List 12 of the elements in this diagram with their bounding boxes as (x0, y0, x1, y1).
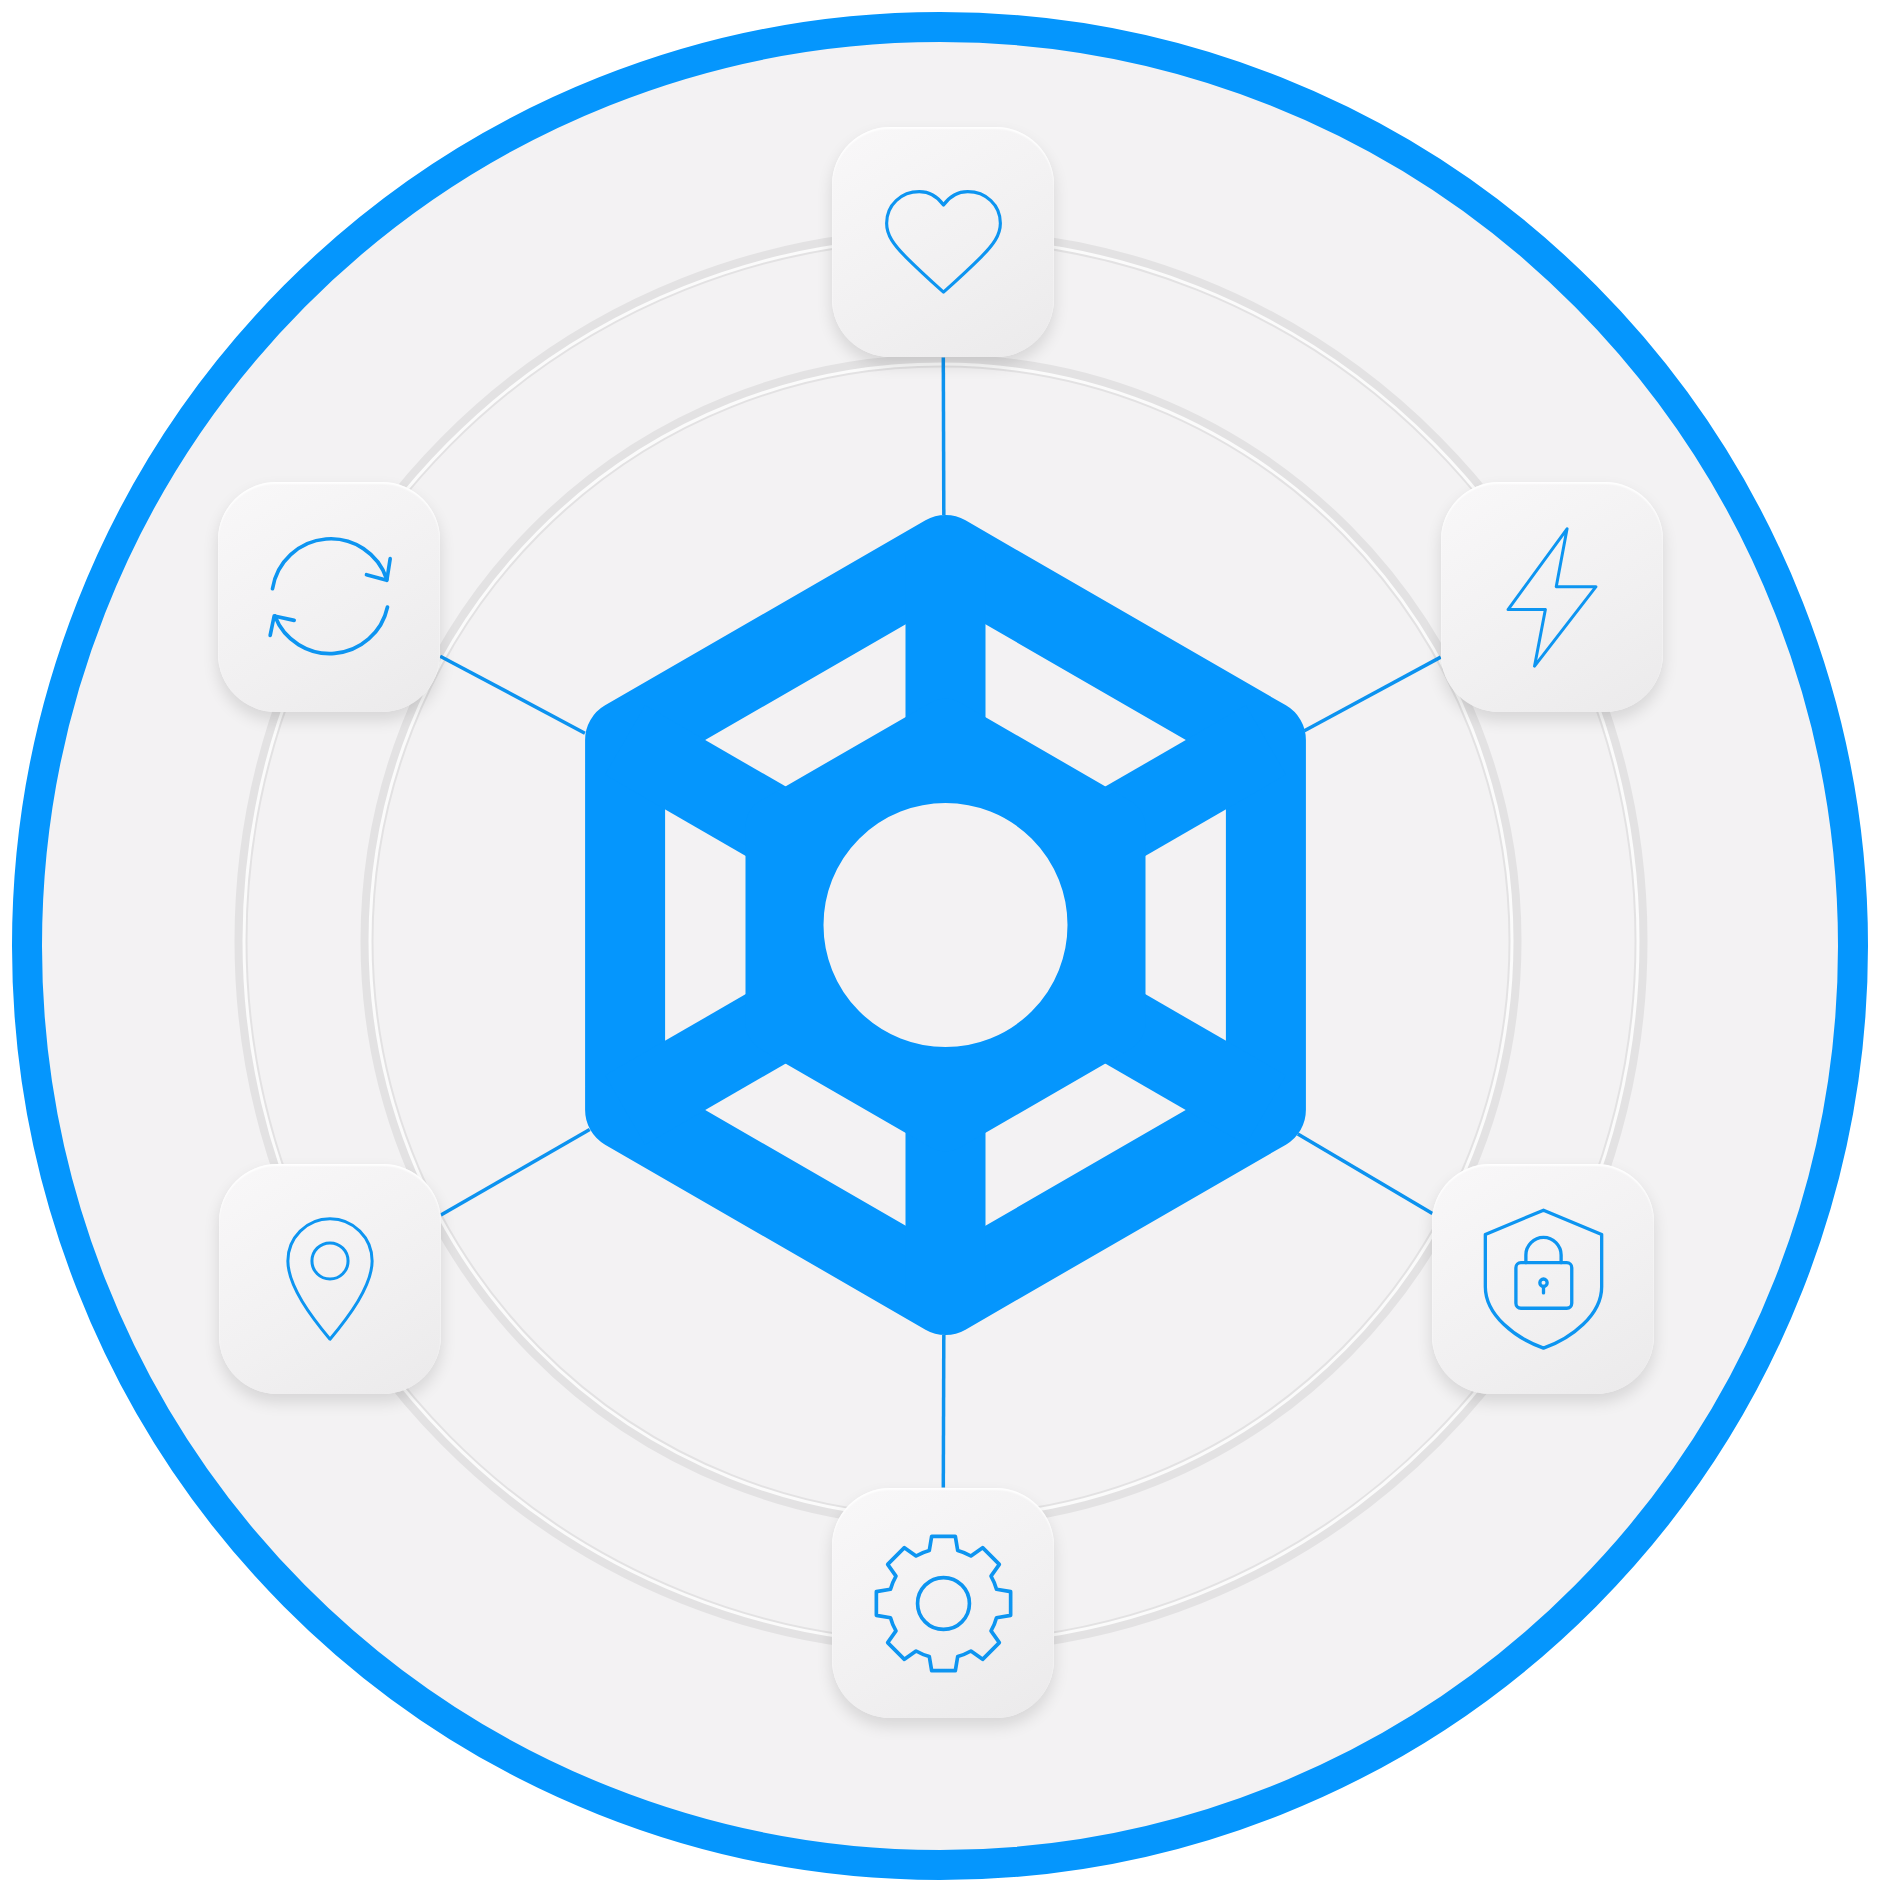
connector-line (439, 654, 586, 735)
connector-line (1303, 655, 1442, 733)
icon-tile (218, 482, 440, 712)
connector-line (941, 357, 946, 515)
icon-tile (1432, 1164, 1654, 1394)
connector-line (941, 1335, 946, 1488)
icon-tile (1441, 482, 1663, 712)
icon-tile (832, 127, 1054, 357)
icon-tile (219, 1164, 441, 1394)
icon-tile (832, 1488, 1054, 1718)
connector-line (1296, 1132, 1434, 1215)
connector-line (440, 1128, 591, 1217)
